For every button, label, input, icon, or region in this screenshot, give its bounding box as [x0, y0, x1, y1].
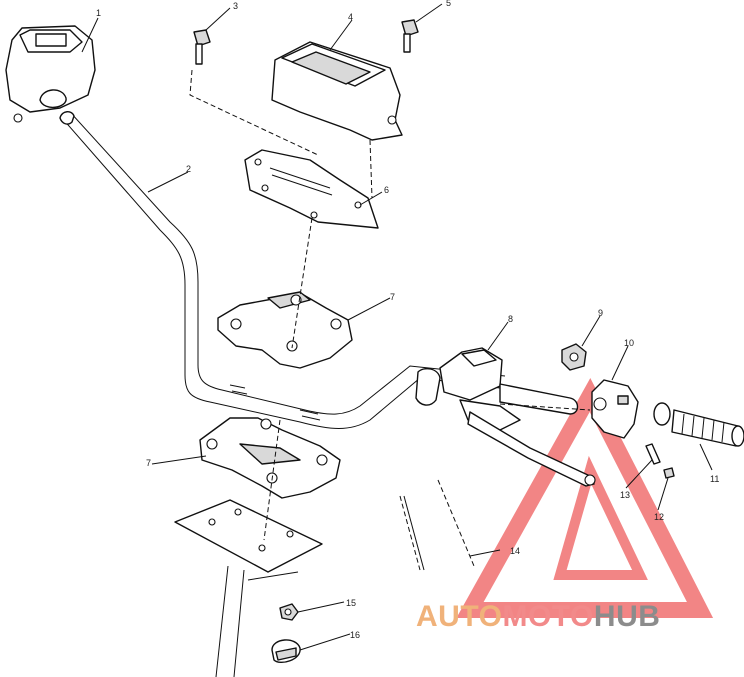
bolt-3	[193, 29, 211, 65]
callout-6: 6	[384, 185, 389, 195]
clip-16	[271, 639, 301, 664]
right-bar-end	[499, 383, 579, 415]
handlebar	[59, 111, 506, 429]
watermark-hub: HUB	[594, 600, 661, 633]
mounting-plate	[244, 149, 379, 229]
callout-16: 16	[350, 630, 360, 640]
callout-9: 9	[598, 308, 603, 318]
nut-15	[279, 603, 299, 621]
screw-12	[663, 467, 675, 479]
assembly-lines	[189, 69, 591, 541]
throttle-housing	[591, 379, 639, 439]
callout-7-lower: 7	[146, 458, 151, 468]
callout-8: 8	[508, 314, 513, 324]
callout-10: 10	[624, 338, 634, 348]
callout-12: 12	[654, 512, 664, 522]
callout-3: 3	[233, 1, 238, 11]
watermark-moto: MOTO	[502, 600, 593, 633]
callout-2: 2	[186, 164, 191, 174]
callout-5: 5	[446, 0, 451, 8]
watermark-text: AUTOMOTOHUB	[416, 600, 660, 633]
left-control-housing	[5, 25, 96, 123]
handle-grip	[653, 402, 744, 447]
callout-13: 13	[620, 490, 630, 500]
callout-7-upper: 7	[390, 292, 395, 302]
clamp-cover	[271, 41, 403, 141]
watermark-logo	[456, 378, 714, 618]
steering-post	[215, 565, 299, 677]
bolt-5	[401, 19, 419, 53]
leader-lines	[81, 3, 713, 651]
base-plate	[174, 499, 323, 573]
brake-lever	[467, 411, 596, 487]
brake-master-cylinder	[415, 347, 521, 431]
callout-11: 11	[710, 474, 719, 484]
callout-1: 1	[96, 8, 101, 18]
lower-clamp	[199, 417, 341, 499]
cables-14	[399, 479, 475, 571]
svg-text:AUTOMOTOHUB: AUTOMOTOHUB	[416, 600, 660, 633]
callout-15: 15	[346, 598, 356, 608]
callout-4: 4	[348, 12, 353, 22]
upper-clamp	[217, 291, 353, 369]
callout-labels: 1 2 3 4 5 6 7 7 8 9 10 11 12 13 14 15 16	[96, 0, 719, 640]
callout-14: 14	[510, 546, 520, 556]
screw-13	[645, 443, 661, 465]
nut-9	[561, 343, 587, 371]
watermark-auto: AUTO	[416, 600, 502, 633]
